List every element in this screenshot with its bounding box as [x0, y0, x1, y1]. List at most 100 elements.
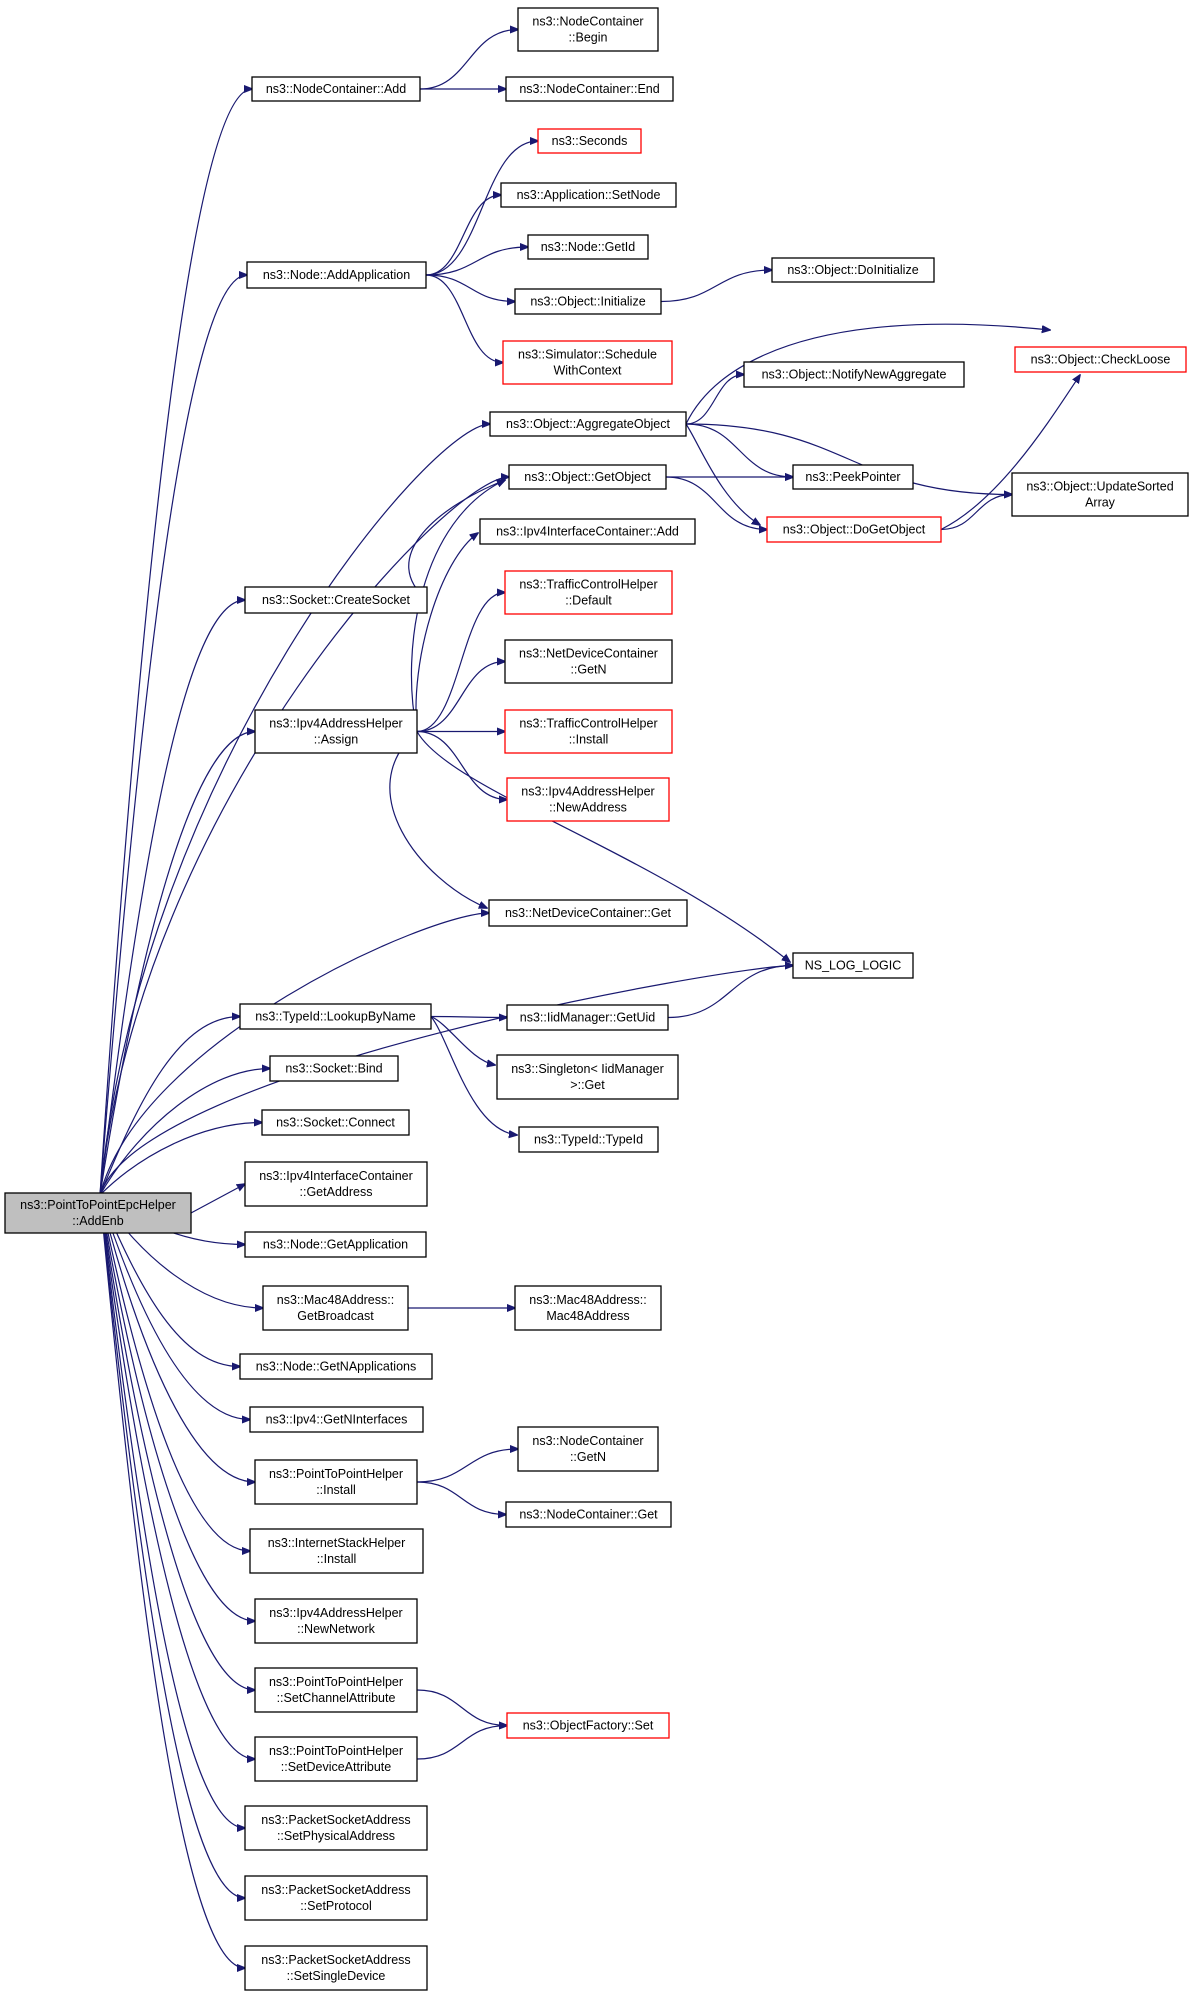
node-obj-aggregate[interactable]: ns3::Object::AggregateObject	[489, 411, 687, 437]
node-singleton-get[interactable]: ns3::Singleton< IidManager>::Get	[496, 1054, 679, 1100]
node-box[interactable]	[771, 257, 935, 283]
node-box[interactable]	[4, 1192, 192, 1234]
node-box[interactable]	[537, 128, 642, 154]
node-box[interactable]	[488, 899, 688, 927]
node-ipv4ah-newaddr[interactable]: ns3::Ipv4AddressHelper::NewAddress	[506, 777, 670, 822]
node-ipv4ah-newnet[interactable]: ns3::Ipv4AddressHelper::NewNetwork	[254, 1598, 418, 1644]
node-peekpointer[interactable]: ns3::PeekPointer	[792, 464, 914, 490]
node-obj-checkloose[interactable]: ns3::Object::CheckLoose	[1014, 346, 1187, 373]
node-box[interactable]	[496, 1054, 679, 1100]
node-box[interactable]	[254, 1598, 418, 1644]
node-box[interactable]	[244, 1945, 428, 1991]
node-box[interactable]	[792, 952, 914, 979]
node-box[interactable]	[244, 1231, 427, 1258]
node-obj-init[interactable]: ns3::Object::Initialize	[514, 288, 662, 315]
node-box[interactable]	[506, 777, 670, 822]
node-app-setnode[interactable]: ns3::Application::SetNode	[500, 182, 677, 208]
node-nc-get[interactable]: ns3::NodeContainer::Get	[505, 1501, 672, 1528]
node-box[interactable]	[244, 1161, 428, 1207]
node-nc-getn[interactable]: ns3::NodeContainer::GetN	[517, 1426, 659, 1472]
node-box[interactable]	[249, 1406, 424, 1433]
node-box[interactable]	[792, 464, 914, 490]
node-ish-install[interactable]: ns3::InternetStackHelper::Install	[249, 1528, 424, 1574]
node-tch-install[interactable]: ns3::TrafficControlHelper::Install	[504, 709, 673, 754]
node-box[interactable]	[743, 361, 965, 388]
node-psa-setsingle[interactable]: ns3::PacketSocketAddress::SetSingleDevic…	[244, 1945, 428, 1991]
node-box[interactable]	[505, 76, 674, 102]
node-ndc-get[interactable]: ns3::NetDeviceContainer::Get	[488, 899, 688, 927]
node-nc-add[interactable]: ns3::NodeContainer::Add	[251, 76, 421, 102]
node-box[interactable]	[479, 518, 696, 545]
node-box[interactable]	[505, 1501, 672, 1528]
node-box[interactable]	[504, 709, 673, 754]
node-box[interactable]	[514, 288, 662, 315]
node-p2p-setdev[interactable]: ns3::PointToPointHelper::SetDeviceAttrib…	[254, 1736, 418, 1782]
node-mac48-ctor[interactable]: ns3::Mac48Address::Mac48Address	[514, 1285, 662, 1331]
node-box[interactable]	[1011, 472, 1189, 517]
node-box[interactable]	[500, 182, 677, 208]
node-ipv4ic-getaddr[interactable]: ns3::Ipv4InterfaceContainer::GetAddress	[244, 1161, 428, 1207]
node-box[interactable]	[254, 709, 418, 754]
node-seconds[interactable]: ns3::Seconds	[537, 128, 642, 154]
node-box[interactable]	[254, 1736, 418, 1782]
node-box[interactable]	[489, 411, 687, 437]
node-box[interactable]	[527, 234, 649, 260]
node-node-getid[interactable]: ns3::Node::GetId	[527, 234, 649, 260]
node-box[interactable]	[504, 639, 673, 684]
node-box[interactable]	[249, 1528, 424, 1574]
node-typeid-lookup[interactable]: ns3::TypeId::LookupByName	[239, 1003, 432, 1030]
node-box[interactable]	[269, 1055, 399, 1082]
node-socket-connect[interactable]: ns3::Socket::Connect	[261, 1109, 410, 1136]
node-ndc-getn[interactable]: ns3::NetDeviceContainer::GetN	[504, 639, 673, 684]
node-box[interactable]	[766, 516, 942, 543]
node-box[interactable]	[506, 1004, 669, 1031]
node-box[interactable]	[244, 586, 428, 614]
node-box[interactable]	[244, 1875, 428, 1921]
node-box[interactable]	[517, 1426, 659, 1472]
node-typeid-typeid[interactable]: ns3::TypeId::TypeId	[518, 1126, 659, 1153]
node-objfactory-set[interactable]: ns3::ObjectFactory::Set	[506, 1712, 670, 1739]
node-tch-default[interactable]: ns3::TrafficControlHelper::Default	[504, 570, 673, 615]
node-box[interactable]	[254, 1459, 418, 1505]
node-box[interactable]	[506, 1712, 670, 1739]
node-socket-bind[interactable]: ns3::Socket::Bind	[269, 1055, 399, 1082]
node-psa-setphys[interactable]: ns3::PacketSocketAddress::SetPhysicalAdd…	[244, 1805, 428, 1851]
node-root[interactable]: ns3::PointToPointEpcHelper::AddEnb	[4, 1192, 192, 1234]
node-box[interactable]	[504, 570, 673, 615]
node-ipv4-getnif[interactable]: ns3::Ipv4::GetNInterfaces	[249, 1406, 424, 1433]
node-node-addapp[interactable]: ns3::Node::AddApplication	[246, 261, 427, 289]
node-box[interactable]	[254, 1667, 418, 1713]
node-p2p-setchan[interactable]: ns3::PointToPointHelper::SetChannelAttri…	[254, 1667, 418, 1713]
node-obj-doinit[interactable]: ns3::Object::DoInitialize	[771, 257, 935, 283]
node-box[interactable]	[502, 340, 673, 385]
node-obj-dogetobject[interactable]: ns3::Object::DoGetObject	[766, 516, 942, 543]
node-box[interactable]	[239, 1353, 433, 1380]
node-nc-begin[interactable]: ns3::NodeContainer::Begin	[517, 7, 659, 52]
node-mac48-getbcast[interactable]: ns3::Mac48Address::GetBroadcast	[262, 1285, 409, 1331]
node-box[interactable]	[262, 1285, 409, 1331]
node-box[interactable]	[1014, 346, 1187, 373]
node-iid-getuid[interactable]: ns3::IidManager::GetUid	[506, 1004, 669, 1031]
node-box[interactable]	[518, 1126, 659, 1153]
node-socket-create[interactable]: ns3::Socket::CreateSocket	[244, 586, 428, 614]
node-box[interactable]	[246, 261, 427, 289]
node-box[interactable]	[251, 76, 421, 102]
node-nc-end[interactable]: ns3::NodeContainer::End	[505, 76, 674, 102]
node-ipv4ah-assign[interactable]: ns3::Ipv4AddressHelper::Assign	[254, 709, 418, 754]
node-ipv4ic-add[interactable]: ns3::Ipv4InterfaceContainer::Add	[479, 518, 696, 545]
node-box[interactable]	[261, 1109, 410, 1136]
node-obj-getobject[interactable]: ns3::Object::GetObject	[508, 464, 667, 490]
node-p2p-install[interactable]: ns3::PointToPointHelper::Install	[254, 1459, 418, 1505]
node-box[interactable]	[517, 7, 659, 52]
node-box[interactable]	[244, 1805, 428, 1851]
node-box[interactable]	[514, 1285, 662, 1331]
node-node-getapp[interactable]: ns3::Node::GetApplication	[244, 1231, 427, 1258]
node-psa-setproto[interactable]: ns3::PacketSocketAddress::SetProtocol	[244, 1875, 428, 1921]
node-node-getnapps[interactable]: ns3::Node::GetNApplications	[239, 1353, 433, 1380]
node-box[interactable]	[508, 464, 667, 490]
node-box[interactable]	[239, 1003, 432, 1030]
node-ns-log-logic[interactable]: NS_LOG_LOGIC	[792, 952, 914, 979]
node-obj-notify[interactable]: ns3::Object::NotifyNewAggregate	[743, 361, 965, 388]
